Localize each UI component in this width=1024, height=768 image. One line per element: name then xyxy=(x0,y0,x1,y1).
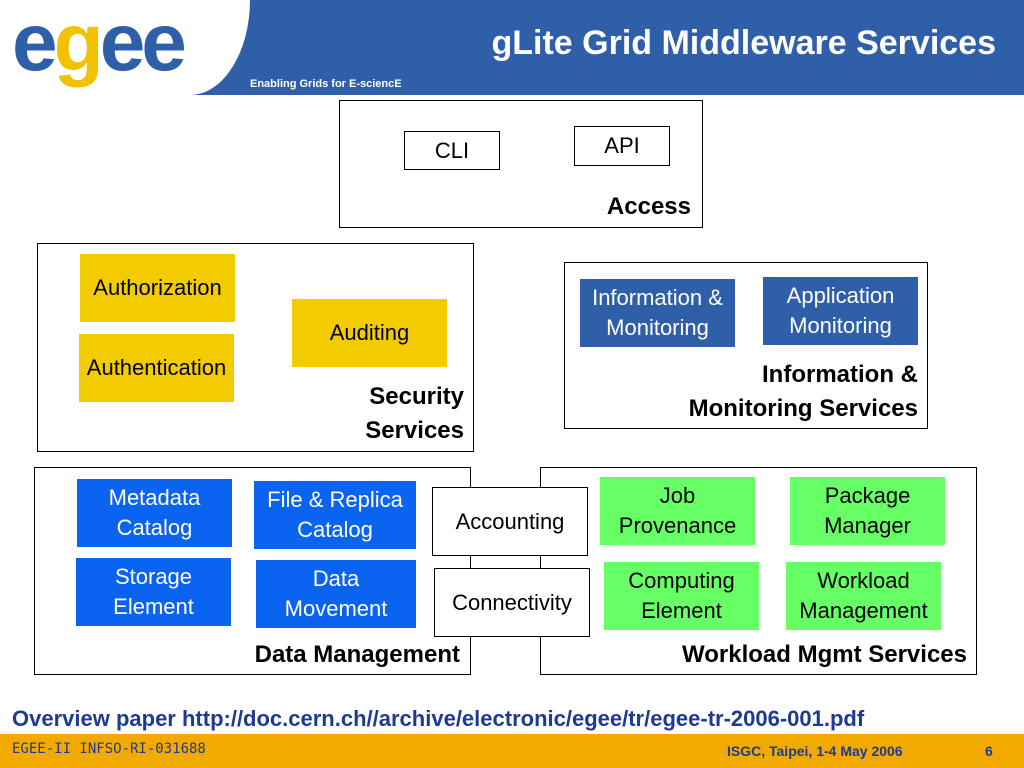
app-monitoring-box: Application Monitoring xyxy=(763,277,918,345)
tagline: Enabling Grids for E-sciencE xyxy=(250,78,402,90)
logo-text: egee xyxy=(12,0,187,88)
auditing-box: Auditing xyxy=(292,299,447,367)
info-monitoring-box: Information & Monitoring xyxy=(580,279,735,347)
footer-bar: EGEE-II INFSO-RI-031688 ISGC, Taipei, 1-… xyxy=(0,734,1024,768)
page-title: gLite Grid Middleware Services xyxy=(491,24,996,62)
access-label: Access xyxy=(606,193,691,220)
info-label: Information & Monitoring Services xyxy=(688,361,918,422)
replica-catalog-box: File & Replica Catalog xyxy=(254,481,416,549)
package-manager-box: Package Manager xyxy=(790,477,945,545)
computing-element-box: Computing Element xyxy=(604,562,759,630)
logo: egee xyxy=(0,0,250,95)
security-label: Security Services xyxy=(365,383,464,444)
authentication-box: Authentication xyxy=(79,334,234,402)
workload-label: Workload Mgmt Services xyxy=(682,641,967,668)
storage-element-box: Storage Element xyxy=(76,558,231,626)
data-label: Data Management xyxy=(254,641,460,668)
authorization-box: Authorization xyxy=(80,254,235,322)
footer-event: ISGC, Taipei, 1-4 May 2006 xyxy=(727,743,903,759)
metadata-catalog-box: Metadata Catalog xyxy=(77,479,232,547)
overview-paper-link[interactable]: Overview paper http://doc.cern.ch//archi… xyxy=(12,706,865,731)
connectivity-box: Connectivity xyxy=(434,568,590,637)
accounting-box: Accounting xyxy=(432,487,588,556)
job-provenance-box: Job Provenance xyxy=(600,477,755,545)
footer-project-id: EGEE-II INFSO-RI-031688 xyxy=(12,741,206,757)
api-box: API xyxy=(574,126,670,166)
data-movement-box: Data Movement xyxy=(256,560,416,628)
workload-management-box: Workload Management xyxy=(786,562,941,630)
cli-box: CLI xyxy=(404,131,500,170)
page-number: 6 xyxy=(985,743,993,759)
